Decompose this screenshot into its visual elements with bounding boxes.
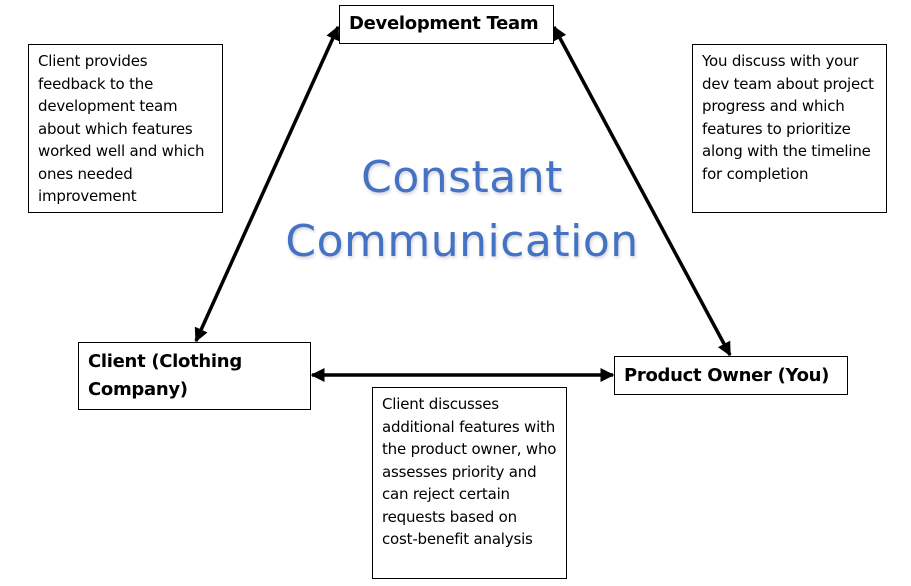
node-development-team: Development Team (339, 5, 554, 44)
note-po-to-dev-text: You discuss with your dev team about pro… (702, 52, 874, 183)
title-line-1: Constant (361, 152, 563, 203)
node-product-owner: Product Owner (You) (614, 356, 848, 395)
arrow-po-dev (552, 25, 732, 357)
node-client: Client (Clothing Company) (78, 342, 311, 410)
node-product-owner-label: Product Owner (You) (624, 365, 830, 386)
note-client-to-dev-text: Client provides feedback to the developm… (38, 52, 205, 205)
note-client-to-po: Client discusses additional features wit… (372, 387, 567, 579)
note-po-to-dev: You discuss with your dev team about pro… (692, 44, 887, 213)
note-client-to-po-text: Client discusses additional features wit… (382, 395, 557, 548)
node-client-label: Client (Clothing Company) (88, 351, 242, 400)
title-line-2: Communication (285, 216, 639, 267)
note-client-to-dev: Client provides feedback to the developm… (28, 44, 223, 213)
arrow-client-dev (194, 25, 340, 343)
node-development-team-label: Development Team (349, 13, 539, 34)
diagram-title: Constant Communication (262, 146, 662, 274)
